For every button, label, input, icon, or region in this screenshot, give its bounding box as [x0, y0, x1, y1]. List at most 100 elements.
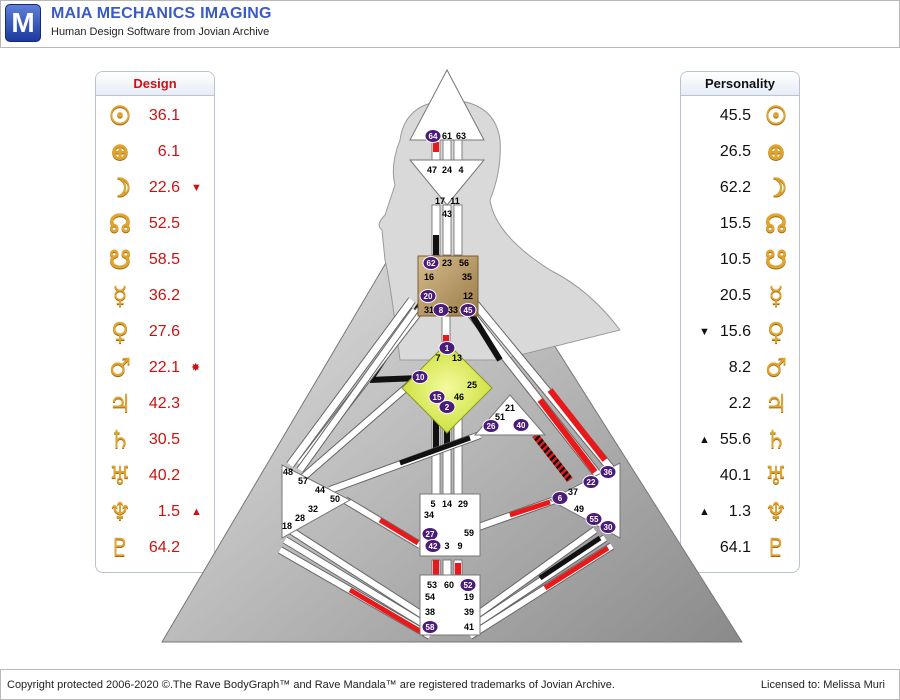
gate-46-label: 46 — [454, 392, 464, 402]
gate-62-activation — [433, 235, 439, 255]
gate-47-label: 47 — [427, 165, 437, 175]
gate-14-label: 14 — [442, 499, 452, 509]
gate-37-label: 37 — [568, 487, 578, 497]
gate-62-badge — [422, 256, 440, 270]
jupiter-icon: ♃ — [108, 389, 132, 418]
gate-36-label: 36 — [604, 468, 613, 477]
personality-row-moon: ☽ 62.2 — [681, 171, 799, 207]
pluto-icon: ♇ — [764, 533, 788, 562]
gate-27-label: 27 — [426, 530, 435, 539]
gate-28-label: 28 — [295, 513, 305, 523]
gate-48-label: 48 — [283, 467, 293, 477]
gate-2-label: 2 — [445, 403, 450, 412]
design-value: 52.5 — [148, 215, 180, 232]
app-subtitle: Human Design Software from Jovian Archiv… — [51, 26, 270, 38]
design-row-mars: ♂22.1✸ — [96, 351, 214, 387]
design-row-mercury: ☿36.2 — [96, 279, 214, 315]
design-value: 64.2 — [148, 539, 180, 556]
gate-18-label: 18 — [282, 521, 292, 531]
gate-23-label: 23 — [442, 258, 452, 268]
gate-4-label: 4 — [458, 165, 463, 175]
moon-icon: ☽ — [764, 173, 788, 202]
gate-1-activation — [443, 335, 449, 345]
neptune-icon: ♆ — [764, 497, 788, 526]
gate-64-activation — [433, 142, 439, 152]
personality-panel: Personality ☉45.5⊕26.5☽62.2☊15.5☋10.5☿20… — [680, 71, 800, 573]
logo-letter: M — [11, 7, 35, 38]
license-text: Licensed to: Melissa Muri — [760, 679, 885, 691]
mercury-icon: ☿ — [112, 281, 128, 310]
gate-15-label: 15 — [433, 393, 442, 402]
saturn-icon: ♄ — [764, 425, 788, 454]
personality-row-saturn: ♄ 55.6 ▲ — [681, 423, 799, 459]
gate-20-label: 20 — [424, 292, 433, 301]
design-row-pluto: ♇ 64.2 — [96, 531, 214, 567]
personality-value: 62.2 — [719, 179, 751, 196]
gate-13-label: 13 — [452, 353, 462, 363]
personality-value: 8.2 — [728, 359, 751, 376]
gate-30-activation — [543, 545, 610, 591]
channel-57-10-fill — [298, 377, 417, 483]
uranus-icon: ♅ — [108, 461, 132, 490]
channel-57-20-fill — [297, 308, 418, 472]
gate-42-badge — [424, 539, 442, 553]
personality-value: 1.3 — [728, 503, 751, 520]
sun-icon: ☉ — [108, 101, 132, 130]
design-row-sun: ☉36.1 — [96, 99, 214, 135]
personality-panel-title: Personality — [681, 72, 799, 96]
personality-mark: ▼ — [699, 326, 710, 338]
gate-15-badge — [428, 390, 446, 404]
personality-row-venus: ♀15.6▼ — [681, 315, 799, 351]
design-row-south-node: ☋58.5 — [96, 243, 214, 279]
personality-row-north-node: ☊15.5 — [681, 207, 799, 243]
personality-mark: ▲ — [699, 434, 710, 446]
personality-value: 55.6 — [719, 431, 751, 448]
design-value: 1.5 — [157, 503, 180, 520]
channel-16-48-fill — [287, 297, 415, 468]
gate-26-label: 26 — [487, 422, 496, 431]
gate-7-label: 7 — [435, 353, 440, 363]
gate-21-label: 21 — [505, 403, 515, 413]
gate-10-badge — [411, 370, 429, 384]
personality-row-jupiter: ♃2.2 — [681, 387, 799, 423]
gate-22-label: 22 — [587, 478, 596, 487]
design-value: 6.1 — [157, 143, 180, 160]
design-mark: ▼ — [191, 182, 202, 194]
design-row-venus: ♀27.6 — [96, 315, 214, 351]
personality-value: 10.5 — [719, 251, 751, 268]
jupiter-icon: ♃ — [764, 389, 788, 418]
south-node-icon: ☋ — [764, 245, 788, 274]
app-logo: M — [5, 4, 41, 42]
personality-row-south-node: ☋ 10.5 — [681, 243, 799, 279]
personality-row-mars: ♂8.2 — [681, 351, 799, 387]
design-value: 42.3 — [148, 395, 180, 412]
gate-22-activation — [537, 398, 598, 474]
gate-58-label: 58 — [426, 623, 435, 632]
channel-40-37 — [532, 432, 573, 483]
gate-36-badge — [599, 465, 617, 479]
pluto-icon: ♇ — [108, 533, 132, 562]
personality-value: 15.5 — [719, 215, 751, 232]
gate-64-label: 64 — [429, 132, 438, 141]
gate-56-label: 56 — [459, 258, 469, 268]
design-value: 30.5 — [148, 431, 180, 448]
sun-icon: ☉ — [764, 101, 788, 130]
design-value: 27.6 — [148, 323, 180, 340]
gate-52-activation — [455, 563, 461, 575]
personality-value: 26.5 — [719, 143, 751, 160]
gate-44-label: 44 — [315, 485, 325, 495]
design-row-saturn: ♄30.5 — [96, 423, 214, 459]
head-center — [409, 68, 485, 141]
gate-8-badge — [432, 303, 450, 317]
gate-20-badge — [419, 289, 437, 303]
gate-3-label: 3 — [444, 541, 449, 551]
gate-58-activation — [348, 587, 427, 637]
gate-55-activation — [538, 535, 602, 581]
gate-53-label: 53 — [427, 580, 437, 590]
gate-62-label: 62 — [427, 259, 436, 268]
copyright-text: Copyright protected 2006-2020 ©.The Rave… — [7, 679, 615, 691]
gate-24-label: 24 — [442, 165, 452, 175]
moon-icon: ☽ — [108, 173, 132, 202]
channel-28-38-fill — [283, 537, 432, 631]
